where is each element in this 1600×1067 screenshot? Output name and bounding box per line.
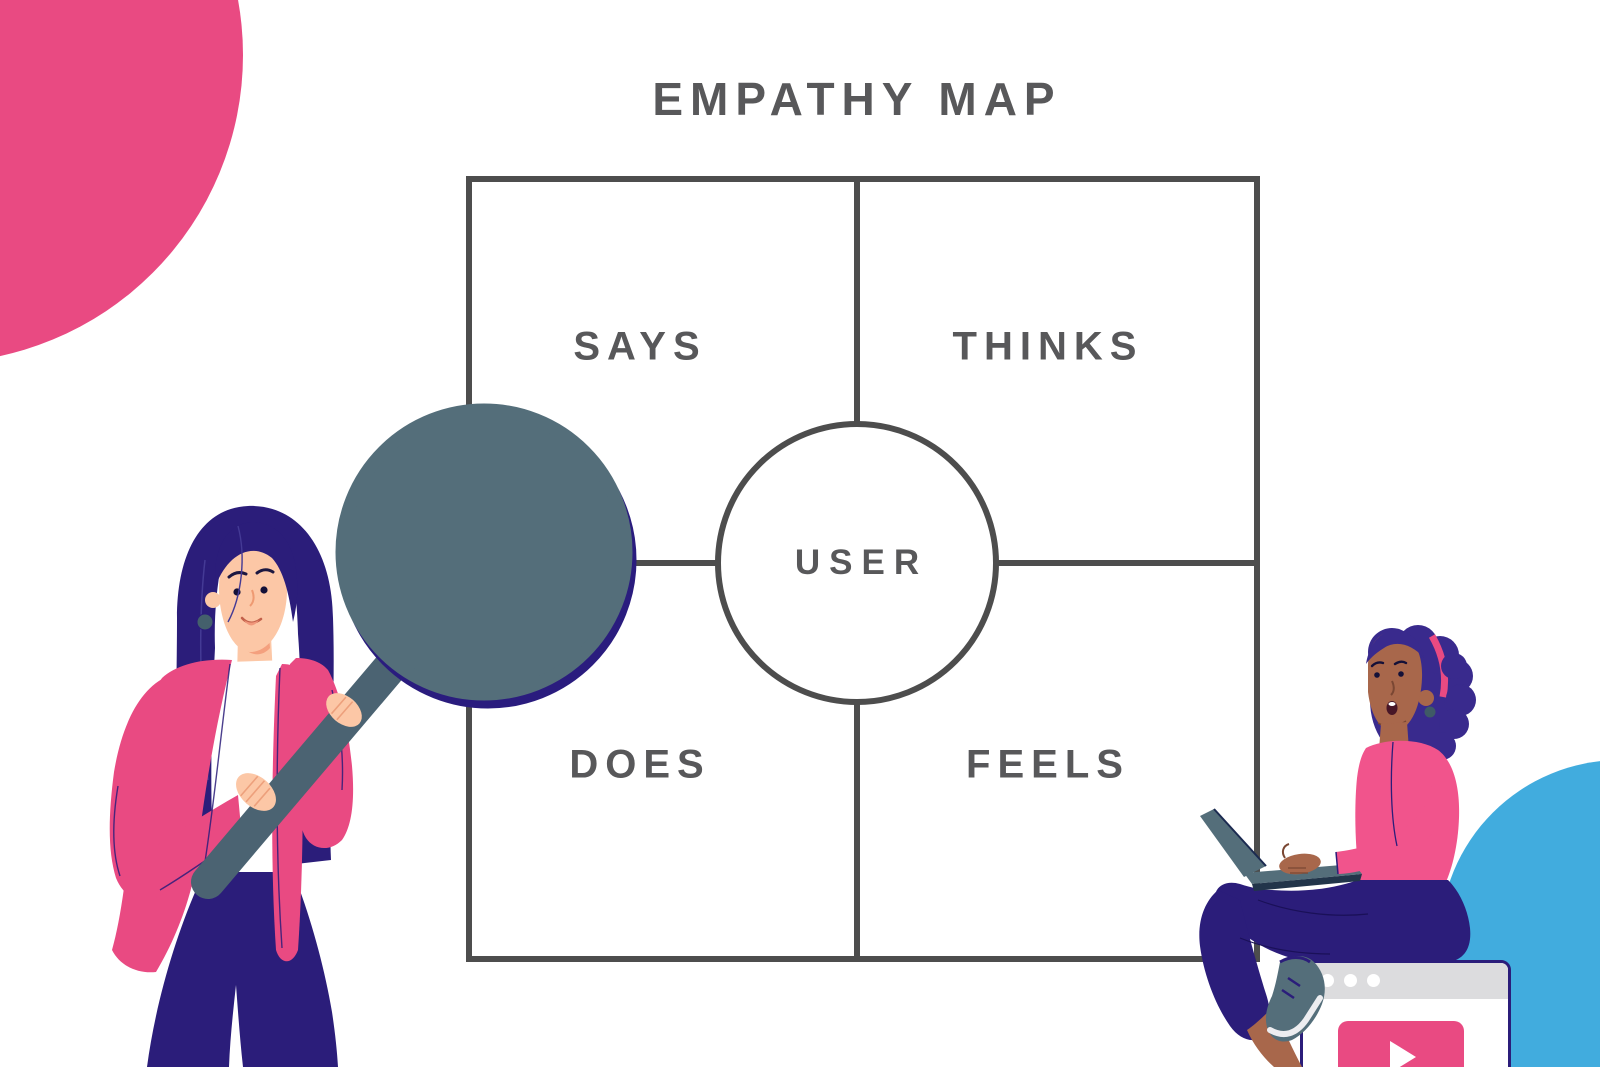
play-icon	[1390, 1041, 1416, 1067]
eyebrow	[1370, 661, 1385, 668]
quadrant-label-feels: FEELS	[966, 742, 1130, 787]
sweater-arm	[1336, 752, 1449, 874]
laptop	[1200, 808, 1362, 891]
hair-fringe	[215, 522, 298, 622]
empathy-map-grid: SAYS THINKS DOES FEELS USER	[466, 176, 1260, 962]
eye	[1374, 672, 1380, 678]
user-label: USER	[794, 543, 929, 582]
face-features	[227, 568, 275, 626]
earring	[1424, 706, 1436, 718]
ear	[205, 592, 221, 608]
page-title: EMPATHY MAP	[652, 73, 1062, 125]
sitting-woman	[1199, 625, 1476, 1067]
hand	[326, 693, 362, 727]
hand	[1279, 843, 1321, 875]
pants	[1215, 880, 1471, 962]
window-dot-icon	[1367, 974, 1380, 987]
earring	[196, 613, 214, 631]
magnifier-handle	[191, 641, 415, 899]
eye	[1398, 671, 1404, 677]
shoe-laces	[1281, 976, 1301, 1000]
browser-window-illustration	[1300, 960, 1511, 1067]
eyebrow	[1393, 660, 1408, 666]
pink-corner-circle	[0, 0, 243, 363]
laptop-lid	[1200, 809, 1266, 877]
eyebrow	[227, 571, 248, 579]
laptop-base	[1244, 864, 1362, 884]
ear	[1418, 690, 1434, 706]
quadrant-label-does: DOES	[569, 742, 711, 787]
shoe-sole	[1267, 995, 1323, 1038]
jacket-left-sleeve	[109, 676, 243, 901]
nose	[1390, 680, 1395, 696]
magnifier-lens	[335, 403, 633, 701]
nose	[249, 589, 255, 607]
sneaker	[1265, 956, 1325, 1042]
quadrant-label-thinks: THINKS	[952, 324, 1144, 369]
hand	[236, 773, 276, 811]
window-dot-icon	[1344, 974, 1357, 987]
woman-with-laptop-illustration	[1199, 625, 1476, 1067]
eyebrow	[255, 568, 275, 575]
face	[1368, 631, 1423, 733]
woman-presenter	[109, 403, 637, 1067]
eye	[260, 586, 268, 594]
hair-front	[1366, 630, 1424, 664]
leg	[1199, 890, 1270, 1041]
browser-titlebar	[1303, 963, 1508, 999]
woman-with-magnifier-illustration	[109, 403, 637, 1067]
user-center-circle: USER	[715, 421, 999, 705]
video-thumbnail	[1338, 1021, 1464, 1067]
quadrant-label-says: SAYS	[573, 324, 707, 369]
